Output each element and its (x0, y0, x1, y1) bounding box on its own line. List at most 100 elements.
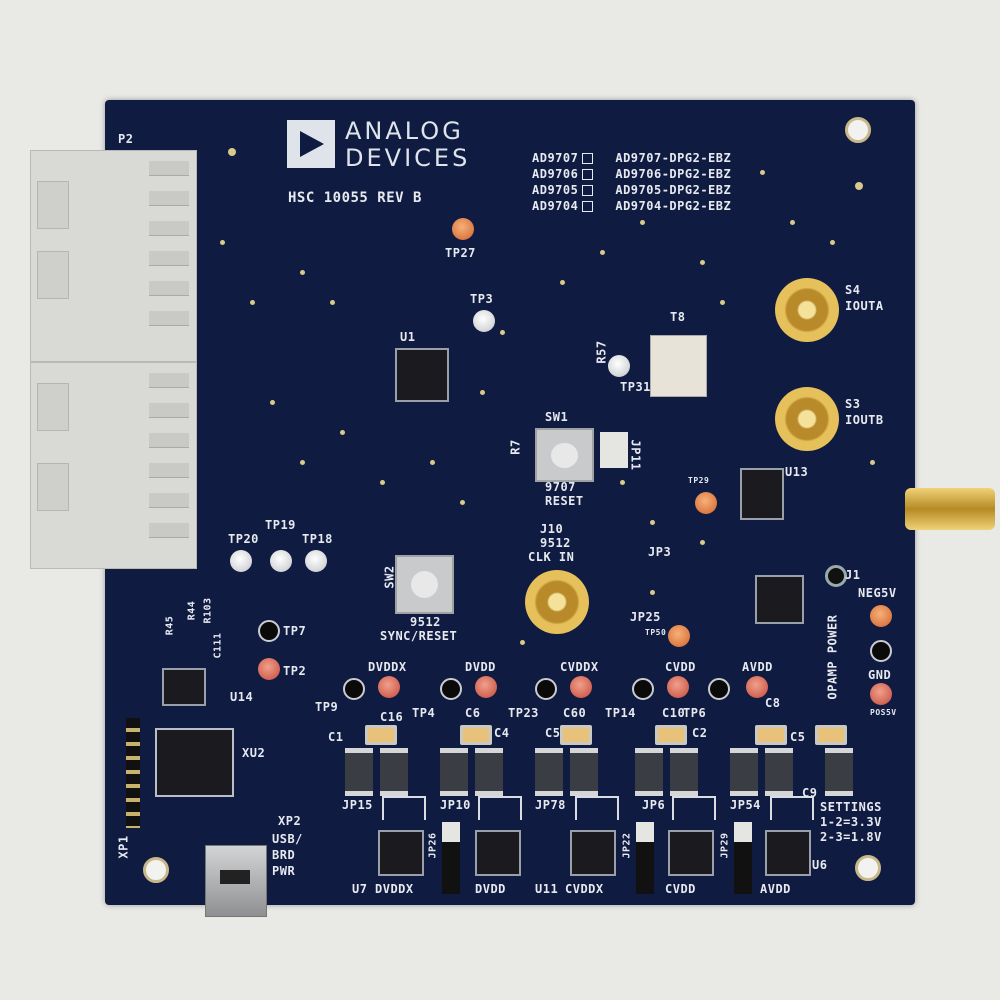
via (220, 240, 225, 245)
jumper-header[interactable] (770, 796, 814, 820)
test-point-tp3 (473, 310, 495, 332)
via (830, 240, 835, 245)
via (870, 460, 875, 465)
tp-label: TP6 (683, 706, 707, 720)
j1-label: J1 (845, 568, 861, 582)
tp7-label: TP7 (283, 624, 307, 638)
jp25-label: JP25 (630, 610, 661, 624)
via (700, 260, 705, 265)
via (700, 540, 705, 545)
settings-18v: 2-3=1.8V (820, 830, 882, 844)
via (790, 220, 795, 225)
jumper-label: JP54 (730, 798, 761, 812)
tantalum-capacitor (655, 725, 687, 745)
inductor (765, 748, 793, 796)
variant-checkbox (582, 201, 594, 212)
jumper-header[interactable] (575, 796, 619, 820)
variant-kit: AD9706-DPG2-EBZ (615, 167, 732, 181)
settings-label: SETTINGS (820, 800, 882, 814)
via (620, 480, 625, 485)
test-point-gnd (440, 678, 462, 700)
jumper-header[interactable] (478, 796, 522, 820)
u13-label: U13 (785, 465, 809, 479)
clk-label-1: 9512 (540, 536, 571, 550)
p2-label: P2 (118, 132, 134, 146)
rail-label-bottom: AVDD (760, 882, 791, 896)
mini-usb-port[interactable] (205, 845, 267, 917)
variant-part: AD9704 (532, 199, 579, 213)
tantalum-capacitor (815, 725, 847, 745)
cap-label: C16 (380, 710, 404, 724)
tp19-label: TP19 (265, 518, 296, 532)
r103-label: R103 (202, 597, 214, 624)
rail-label-bottom: DVDDX (375, 882, 414, 896)
via (250, 300, 255, 305)
rail-label: AVDD (742, 660, 773, 674)
jumper-header[interactable] (382, 796, 426, 820)
tp27-label: TP27 (445, 246, 476, 260)
xp2-label: XP2 (278, 814, 302, 828)
tantalum-capacitor (365, 725, 397, 745)
xp1-header[interactable] (126, 718, 140, 828)
test-point-tp27 (452, 218, 474, 240)
reg-label: U7 (352, 882, 368, 896)
inductor (825, 748, 853, 796)
jp11-label: JP11 (628, 439, 643, 471)
regulator (668, 830, 714, 876)
jumper-label: JP6 (642, 798, 666, 812)
jumper-label: JP29 (719, 832, 731, 859)
sw2-sync-reset-button[interactable] (395, 555, 454, 614)
p2-connector-lower (30, 362, 197, 569)
sma-connector-side (905, 488, 995, 530)
jumper-label: JP78 (535, 798, 566, 812)
via (300, 270, 305, 275)
inductor (345, 748, 373, 796)
inductor (570, 748, 598, 796)
jp11-header[interactable] (600, 432, 628, 468)
test-point-dvdd (475, 676, 497, 698)
test-point-tp18 (305, 550, 327, 572)
iouta-label: IOUTA (845, 299, 884, 313)
test-point-neg5v (870, 605, 892, 627)
u13-chip (740, 468, 784, 520)
via (340, 430, 345, 435)
sma-connector-j10-clk-in (525, 570, 589, 634)
via (330, 300, 335, 305)
test-point-tp50 (668, 625, 690, 647)
tp20-label: TP20 (228, 532, 259, 546)
analog-devices-logo-icon (287, 120, 335, 168)
via (650, 520, 655, 525)
usb-label-3: PWR (272, 864, 296, 878)
r45-label: R45 (164, 615, 176, 636)
gnd-label: GND (868, 668, 892, 682)
tp-label: TP14 (605, 706, 636, 720)
inductor (670, 748, 698, 796)
test-point-gnd (632, 678, 654, 700)
variant-part: AD9706 (532, 167, 579, 181)
j10-label: J10 (540, 522, 564, 536)
jp22-header[interactable] (636, 822, 654, 894)
t8-label: T8 (670, 310, 686, 324)
jumper-header[interactable] (672, 796, 716, 820)
jp26-header[interactable] (442, 822, 460, 894)
rail-label-bottom: DVDD (475, 882, 506, 896)
sync-label-2: SYNC/RESET (380, 629, 458, 643)
jumper-label: JP26 (427, 832, 439, 859)
reg-label: U11 (535, 882, 559, 896)
inductor (380, 748, 408, 796)
regulator-u6 (765, 830, 811, 876)
test-point-tp2 (258, 658, 280, 680)
cap-label: C60 (563, 706, 587, 720)
variant-checkbox (582, 185, 594, 196)
xp1-label: XP1 (116, 835, 131, 859)
inductor (440, 748, 468, 796)
r7-label: R7 (508, 439, 523, 455)
c9-label: C9 (802, 786, 818, 800)
cap-label: C6 (465, 706, 481, 720)
jp29-header[interactable] (734, 822, 752, 894)
sw1-reset-button[interactable] (535, 428, 594, 482)
sma-connector-s3 (775, 387, 839, 451)
u14-label: U14 (230, 690, 254, 704)
via (650, 590, 655, 595)
